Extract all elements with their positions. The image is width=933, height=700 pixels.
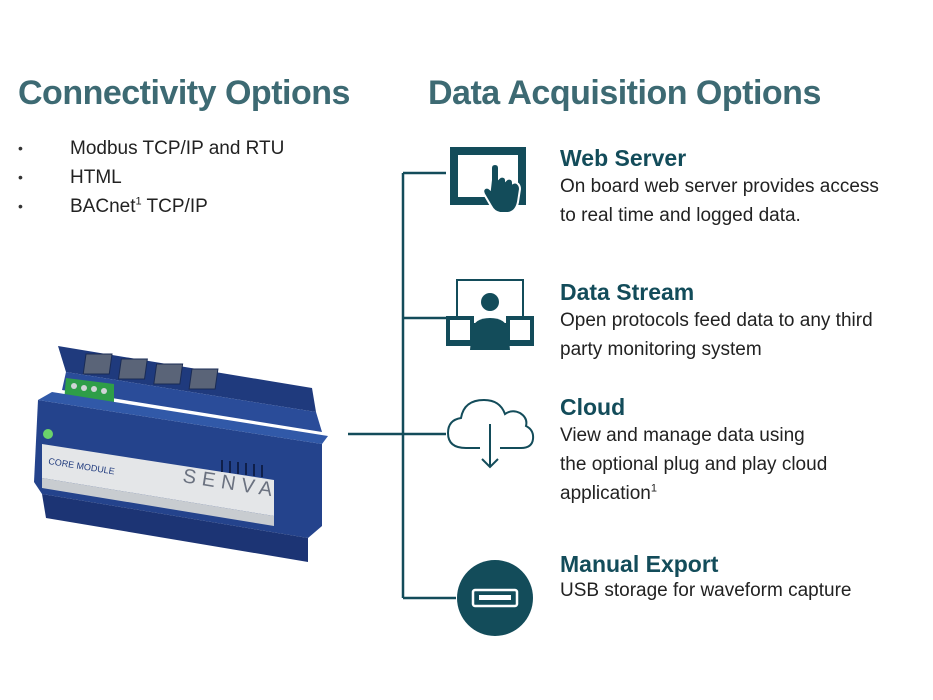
option-data-stream: Data Stream Open protocols feed data to … [560, 278, 873, 364]
option-description-line: Open protocols feed data to any third [560, 310, 873, 331]
connectivity-list: • Modbus TCP/IP and RTU • HTML • BACnet1… [18, 134, 284, 221]
option-description: Open protocols feed data to any third pa… [560, 306, 873, 364]
option-description-line: party monitoring system [560, 339, 762, 360]
connectivity-item-text: HTML [70, 167, 122, 188]
option-description-line: to real time and logged data. [560, 205, 801, 226]
option-description-line: USB storage for waveform capture [560, 580, 852, 601]
bullet-glyph: • [18, 198, 23, 214]
footnote-marker: 1 [135, 195, 142, 208]
connectivity-item: • HTML [18, 163, 284, 192]
option-web-server: Web Server On board web server provides … [560, 144, 879, 230]
option-description-line-with-footnote: application1 [560, 479, 827, 508]
option-description: View and manage data using the optional … [560, 421, 827, 508]
connectivity-item: • Modbus TCP/IP and RTU [18, 134, 284, 163]
cloud-download-icon [446, 398, 535, 469]
option-description: USB storage for waveform capture [560, 578, 851, 604]
usb-icon [457, 560, 533, 636]
data-acquisition-heading: Data Acquisition Options [428, 74, 821, 112]
connectivity-heading: Connectivity Options [18, 74, 350, 112]
option-description: On board web server provides access to r… [560, 172, 879, 230]
footnote-marker: 1 [650, 482, 657, 495]
option-title: Web Server [560, 145, 687, 171]
core-module-device-image: CORE MODULE SENVA [34, 346, 328, 562]
option-manual-export: Manual Export USB storage for waveform c… [560, 550, 851, 604]
tablet-touch-icon [450, 147, 526, 214]
connectivity-item-suffix: TCP/IP [141, 196, 208, 217]
option-title: Manual Export [560, 551, 719, 577]
connectivity-item-text: BACnet [70, 196, 136, 217]
connectivity-item: • BACnet1 TCP/IP [18, 192, 284, 221]
option-description-line: View and manage data using [560, 425, 805, 446]
option-cloud: Cloud View and manage data using the opt… [560, 393, 827, 508]
option-description-line: On board web server provides access [560, 176, 879, 197]
option-description-line: the optional plug and play cloud [560, 454, 828, 475]
option-title: Data Stream [560, 279, 695, 305]
bullet-glyph: • [18, 140, 23, 156]
option-title: Cloud [560, 394, 626, 420]
monitor-user-icon [446, 279, 534, 350]
connectivity-item-text: Modbus TCP/IP and RTU [70, 138, 285, 159]
bullet-glyph: • [18, 169, 23, 185]
option-description-text: application [560, 483, 651, 504]
